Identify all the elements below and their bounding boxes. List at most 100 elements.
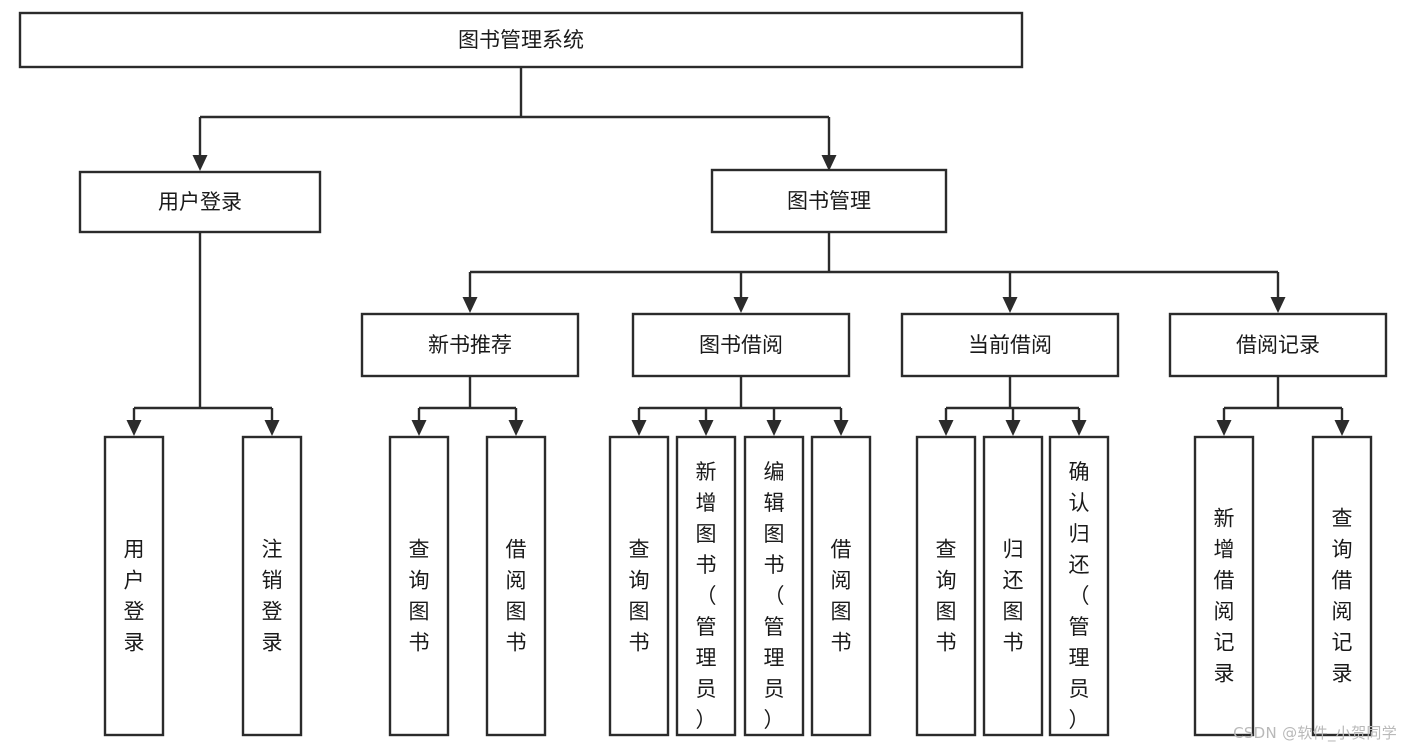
nodes-layer: 图书管理系统用户登录图书管理新书推荐图书借阅当前借阅借阅记录用户登录注销登录查询…	[18, 11, 1388, 737]
label-char: 录	[1214, 662, 1235, 686]
leaf-node-box[interactable]	[388, 435, 450, 737]
label-char: 确	[1069, 460, 1090, 484]
arrow-head-icon	[766, 420, 782, 436]
arrow-head-icon	[1216, 420, 1232, 436]
level3-node-label: 借阅记录	[1236, 333, 1320, 357]
label-char: 书	[936, 631, 957, 655]
label-char: 员	[696, 677, 717, 701]
label-char: 图	[409, 600, 430, 624]
level3-node[interactable]: 新书推荐	[360, 312, 580, 378]
leaf-node[interactable]: 查询借阅记录	[1311, 435, 1373, 737]
leaf-node-box[interactable]	[1193, 435, 1255, 737]
label-char: 借	[1332, 569, 1353, 593]
label-char: 理	[696, 646, 717, 670]
label-char: 阅	[506, 569, 527, 593]
leaf-node[interactable]: 注销登录	[241, 435, 303, 737]
label-char: 新	[696, 460, 717, 484]
root-node-box[interactable]	[18, 11, 1024, 69]
leaf-node[interactable]: 借阅图书	[810, 435, 872, 737]
arrow-head-icon	[264, 420, 280, 436]
label-char: 询	[409, 569, 430, 593]
level3-node-box[interactable]	[360, 312, 580, 378]
level2-node[interactable]: 用户登录	[78, 170, 322, 234]
label-char: 登	[262, 600, 283, 624]
leaf-node-box[interactable]	[608, 435, 670, 737]
label-char: 图	[629, 600, 650, 624]
level3-node[interactable]: 图书借阅	[631, 312, 851, 378]
label-char: 增	[1214, 538, 1235, 562]
leaf-node-box[interactable]	[241, 435, 303, 737]
leaf-node-box[interactable]	[1048, 435, 1110, 737]
label-char: 书	[696, 553, 717, 577]
leaf-node[interactable]: 查询图书	[915, 435, 977, 737]
leaf-node-label: 编辑图书（管理员）	[764, 460, 785, 732]
level3-node[interactable]: 当前借阅	[900, 312, 1120, 378]
leaf-node-label: 用户登录	[124, 538, 145, 655]
watermark: CSDN @软件_小贺同学	[1233, 724, 1397, 742]
label-char: 员	[1069, 677, 1090, 701]
label-char: 销	[262, 569, 283, 593]
leaf-node-label: 借阅图书	[831, 538, 852, 655]
level2-node-box[interactable]	[78, 170, 322, 234]
leaf-node[interactable]: 查询图书	[388, 435, 450, 737]
label-char: 借	[1214, 569, 1235, 593]
label-char: 辑	[764, 491, 785, 515]
level3-node[interactable]: 借阅记录	[1168, 312, 1388, 378]
arrow-head-icon	[938, 420, 954, 436]
label-char: 管	[764, 615, 785, 639]
label-char: 理	[1069, 646, 1090, 670]
label-char: 归	[1069, 522, 1090, 546]
leaf-node[interactable]: 用户登录	[103, 435, 165, 737]
leaf-node[interactable]: 新增借阅记录	[1193, 435, 1255, 737]
level3-node-box[interactable]	[900, 312, 1120, 378]
root-node[interactable]: 图书管理系统	[18, 11, 1024, 69]
leaf-node[interactable]: 借阅图书	[485, 435, 547, 737]
arrow-head-icon	[1071, 420, 1087, 436]
root-node-label: 图书管理系统	[458, 28, 584, 52]
arrow-head-icon	[462, 297, 478, 313]
level2-node[interactable]: 图书管理	[710, 168, 948, 234]
label-char: 询	[1332, 538, 1353, 562]
label-char: 阅	[831, 569, 852, 593]
leaf-node-label: 查询图书	[629, 538, 650, 655]
leaf-node[interactable]: 查询图书	[608, 435, 670, 737]
leaf-node[interactable]: 编辑图书（管理员）	[743, 435, 805, 737]
leaf-node-label: 注销登录	[262, 538, 283, 655]
level3-node-label: 当前借阅	[968, 333, 1052, 357]
label-char: 书	[1003, 631, 1024, 655]
label-char: 认	[1069, 491, 1090, 515]
connector-group	[946, 376, 1079, 410]
label-char: 管	[696, 615, 717, 639]
label-char: 查	[409, 538, 430, 562]
leaf-node-box[interactable]	[743, 435, 805, 737]
label-char: 询	[629, 569, 650, 593]
label-char: 增	[696, 491, 717, 515]
label-char: 查	[629, 538, 650, 562]
label-char: 图	[936, 600, 957, 624]
leaf-node-box[interactable]	[810, 435, 872, 737]
level3-node-box[interactable]	[631, 312, 851, 378]
label-char: 书	[409, 631, 430, 655]
leaf-node[interactable]: 确认归还（管理员）	[1048, 435, 1110, 737]
label-char: 询	[936, 569, 957, 593]
leaf-node-box[interactable]	[915, 435, 977, 737]
level3-node-label: 新书推荐	[428, 333, 512, 357]
leaf-node-box[interactable]	[982, 435, 1044, 737]
level3-node-box[interactable]	[1168, 312, 1388, 378]
label-char: 图	[831, 600, 852, 624]
label-char: （	[1069, 584, 1090, 608]
label-char: 理	[764, 646, 785, 670]
leaf-node-box[interactable]	[103, 435, 165, 737]
leaf-node-label: 确认归还（管理员）	[1069, 460, 1090, 732]
leaf-node-box[interactable]	[485, 435, 547, 737]
label-char: 归	[1003, 538, 1024, 562]
arrow-head-icon	[1002, 297, 1018, 313]
label-char: 户	[124, 569, 145, 593]
level2-node-box[interactable]	[710, 168, 948, 234]
leaf-node-box[interactable]	[675, 435, 737, 737]
leaf-node[interactable]: 归还图书	[982, 435, 1044, 737]
label-char: 用	[124, 538, 145, 562]
leaf-node[interactable]: 新增图书（管理员）	[675, 435, 737, 737]
leaf-node-box[interactable]	[1311, 435, 1373, 737]
arrow-head-icon	[411, 420, 427, 436]
